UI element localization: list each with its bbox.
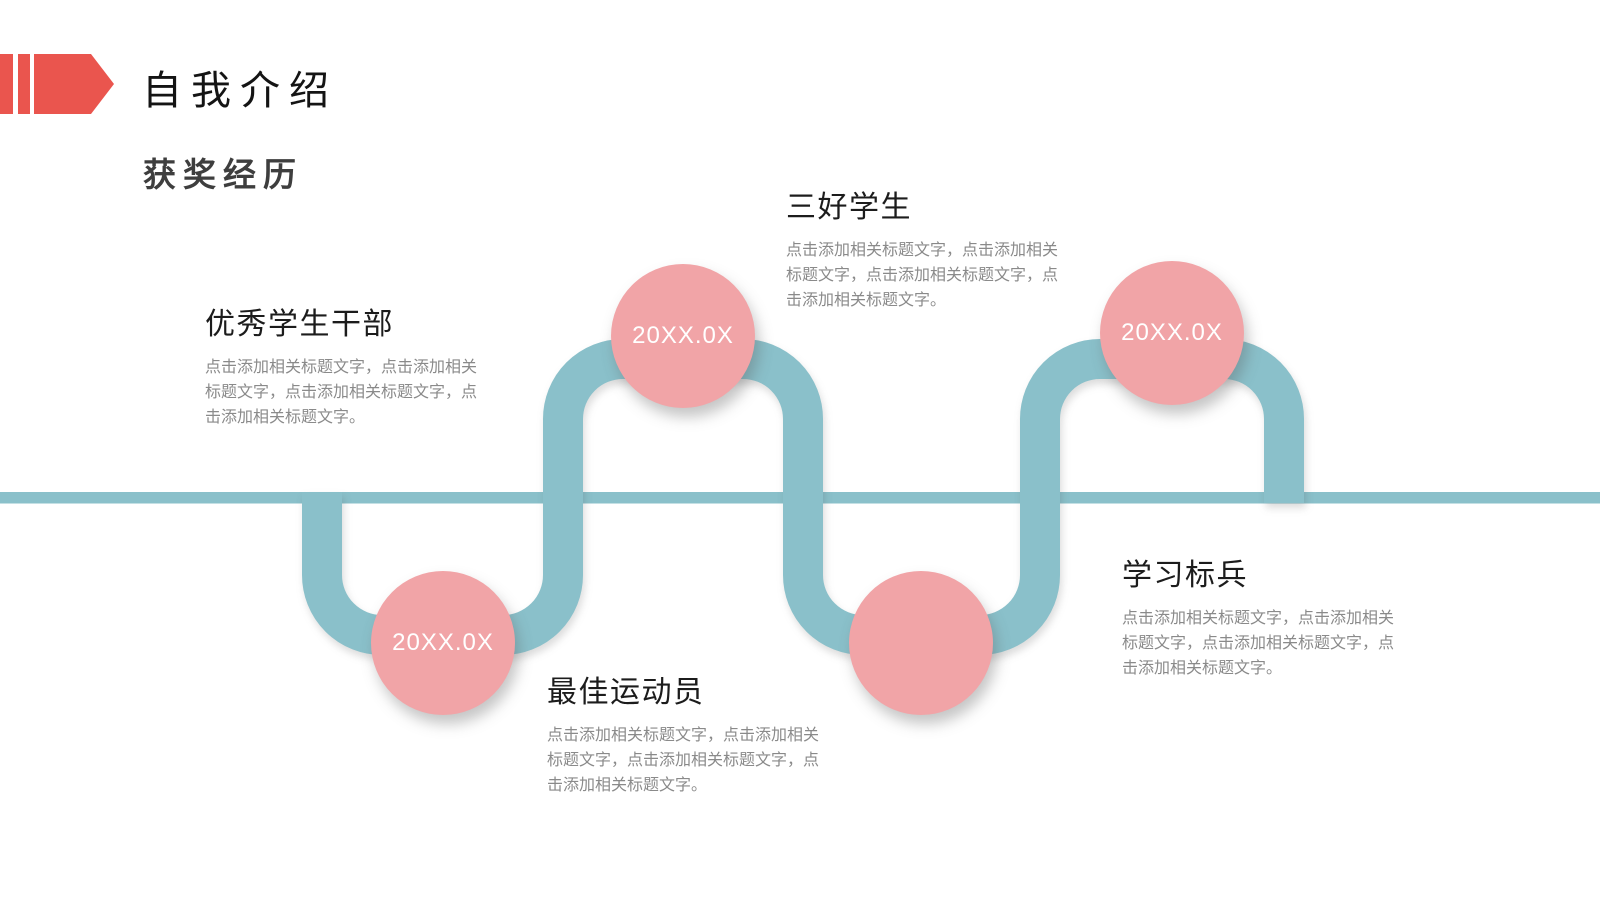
node-date-label: 20XX.0X	[392, 629, 494, 656]
node-date-label: 20XX.0X	[632, 322, 734, 349]
node-description: 点击添加相关标题文字，点击添加相关标题文字，点击添加相关标题文字，点击添加相关标…	[547, 727, 820, 794]
timeline-node-circle-3	[849, 571, 993, 715]
node-description: 点击添加相关标题文字，点击添加相关标题文字，点击添加相关标题文字，点击添加相关标…	[786, 242, 1059, 309]
node-description: 点击添加相关标题文字，点击添加相关标题文字，点击添加相关标题文字，点击添加相关标…	[1122, 610, 1395, 677]
node-text-block-4: 学习标兵 点击添加相关标题文字，点击添加相关标题文字，点击添加相关标题文字，点击…	[1122, 550, 1422, 681]
node-title: 三好学生	[786, 191, 912, 224]
node-title: 优秀学生干部	[205, 308, 394, 341]
node-text-block-3: 最佳运动员 点击添加相关标题文字，点击添加相关标题文字，点击添加相关标题文字，点…	[547, 667, 847, 798]
node-text-block-2: 三好学生 点击添加相关标题文字，点击添加相关标题文字，点击添加相关标题文字，点击…	[786, 182, 1086, 313]
node-description: 点击添加相关标题文字，点击添加相关标题文字，点击添加相关标题文字，点击添加相关标…	[205, 359, 478, 426]
node-title: 最佳运动员	[547, 676, 705, 709]
node-date-label: 20XX.0X	[1121, 319, 1223, 346]
timeline-node-circle-2: 20XX.0X	[611, 264, 755, 408]
node-text-block-1: 优秀学生干部 点击添加相关标题文字，点击添加相关标题文字，点击添加相关标题文字，…	[205, 299, 505, 430]
node-title: 学习标兵	[1122, 559, 1248, 592]
timeline-node-circle-4: 20XX.0X	[1100, 261, 1244, 405]
section-subtitle: 获奖经历	[143, 156, 303, 193]
timeline-node-circle-1: 20XX.0X	[371, 571, 515, 715]
page-title: 自我介绍	[142, 69, 338, 113]
timeline-serpentine-path	[302, 339, 1304, 655]
pencil-arrow-icon	[0, 54, 114, 114]
